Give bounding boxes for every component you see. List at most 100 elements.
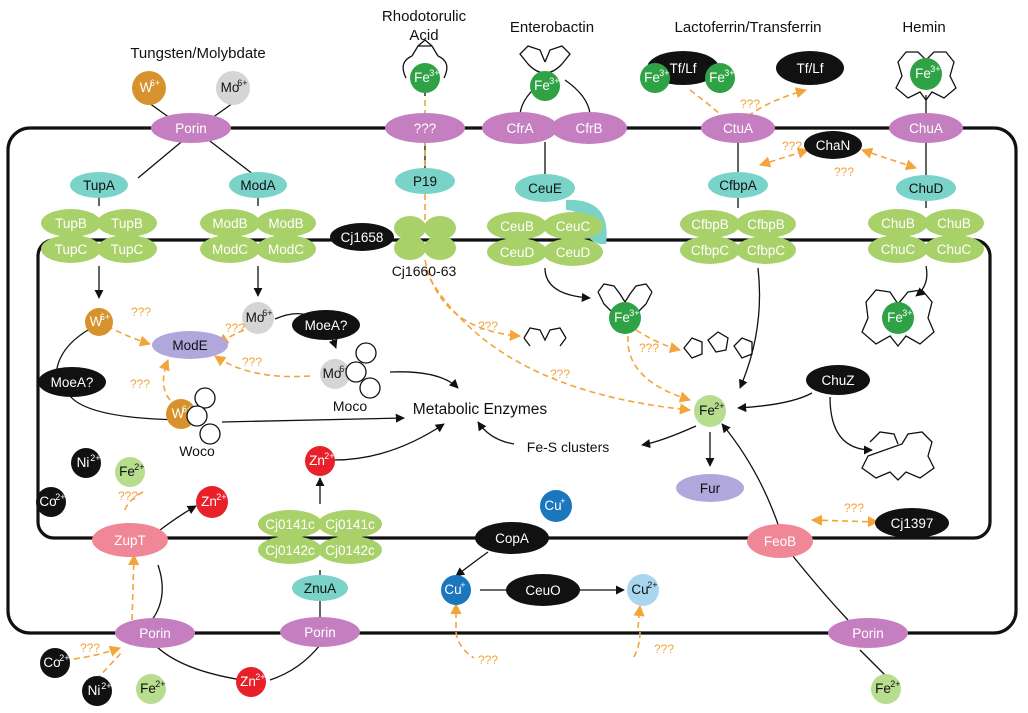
ion-charge: 2+ bbox=[714, 401, 724, 411]
ion-symbol: Zn bbox=[240, 674, 256, 689]
unknown-marks: ??? ??? ??? ??? ??? ??? ??? ??? ??? ??? … bbox=[80, 97, 864, 667]
ion-charge: 2+ bbox=[55, 492, 65, 502]
node-cj1658: Cj1658 bbox=[330, 223, 394, 251]
complex-subunit-label: CeuC bbox=[556, 219, 591, 234]
siderophore-drawings bbox=[402, 39, 957, 481]
node-mode: ModE bbox=[152, 331, 228, 359]
cofactor-rings bbox=[186, 342, 381, 445]
header-tungsten-molybdate: Tungsten/Molybdate bbox=[130, 45, 265, 62]
ion-charge: 3+ bbox=[629, 308, 639, 318]
complex-subunit-label: TupC bbox=[111, 242, 144, 257]
ion-charge: 3+ bbox=[724, 68, 734, 78]
label-woco: Woco bbox=[179, 443, 215, 459]
header-rhodotorulic-line2: Acid bbox=[409, 27, 438, 44]
label-fe-s-clusters: Fe-S clusters bbox=[527, 439, 609, 455]
complex-subunit-label: ModB bbox=[212, 216, 247, 231]
ion-charge: 3+ bbox=[902, 308, 912, 318]
node-tupa: TupA bbox=[70, 172, 128, 198]
node-chud: ChuD bbox=[896, 175, 956, 201]
complex-subunit-label: Cj0142c bbox=[325, 543, 375, 558]
ion-charge: 2+ bbox=[155, 679, 165, 689]
ion-charge: 2+ bbox=[890, 679, 900, 689]
ion-cu2-peri: Cu2+ bbox=[627, 574, 659, 606]
node-label: Tf/Lf bbox=[669, 61, 696, 76]
node-ceuo: CeuO bbox=[506, 574, 580, 606]
node-zupt: ZupT bbox=[92, 523, 168, 557]
node-label: Tf/Lf bbox=[796, 61, 823, 76]
cofactor-ring bbox=[355, 342, 377, 364]
ion-symbol: Cu bbox=[631, 582, 648, 597]
ion-symbol: Zn bbox=[201, 494, 217, 509]
ion-symbol: Co bbox=[39, 494, 56, 509]
unknown-mark: ??? bbox=[131, 305, 151, 319]
ion-charge: 2+ bbox=[255, 672, 265, 682]
node-label: P19 bbox=[413, 174, 437, 189]
node-label: ??? bbox=[414, 121, 437, 136]
node-cj1397: Cj1397 bbox=[875, 508, 949, 538]
node-porin-rta: ??? bbox=[385, 113, 465, 143]
node-label: CfbpA bbox=[719, 178, 757, 193]
node-label: ModA bbox=[240, 178, 275, 193]
complex-subunit-label: ChuB bbox=[937, 216, 971, 231]
node-cfbpa: CfbpA bbox=[708, 172, 768, 198]
ion-symbol: Co bbox=[43, 655, 60, 670]
ion-charge: + bbox=[560, 496, 565, 506]
complex-subunit-label: CeuD bbox=[556, 245, 591, 260]
ion-charge: 6+ bbox=[100, 312, 110, 322]
node-label: ChuD bbox=[909, 181, 944, 196]
node-label: Porin bbox=[139, 626, 171, 641]
ion-symbol: Ni bbox=[77, 455, 90, 470]
node-chuz: ChuZ bbox=[806, 365, 870, 395]
complex-subunit-label: TupB bbox=[111, 216, 143, 231]
node-label: FeoB bbox=[764, 534, 796, 549]
unknown-pathway-arrows bbox=[63, 87, 918, 681]
node-porin-feob: Porin bbox=[828, 618, 908, 648]
node-label: Cj1658 bbox=[341, 230, 384, 245]
label-moco: Moco bbox=[333, 398, 367, 414]
ion-charge: 2+ bbox=[216, 492, 226, 502]
node-porin-zupt: Porin bbox=[115, 618, 195, 648]
node-label: Porin bbox=[175, 121, 207, 136]
complex-subunit-label: ModC bbox=[268, 242, 304, 257]
node-znua: ZnuA bbox=[292, 575, 348, 601]
node-label: ZnuA bbox=[304, 581, 336, 596]
ion-charge: + bbox=[460, 580, 465, 590]
ion-charge: 3+ bbox=[930, 64, 940, 74]
header-rhodotorulic-line1: Rhodotorulic bbox=[382, 8, 467, 25]
ion-symbol: W bbox=[172, 406, 185, 421]
unknown-mark: ??? bbox=[782, 139, 802, 153]
unknown-mark: ??? bbox=[654, 642, 674, 656]
node-cfra: CfrA bbox=[482, 112, 558, 144]
complex-subunit-label: Cj0141c bbox=[265, 517, 315, 532]
node-copa: CopA bbox=[475, 522, 549, 554]
ion-charge: 2+ bbox=[90, 453, 100, 463]
connection-lines bbox=[98, 79, 927, 681]
ion-symbol: Fe bbox=[534, 78, 550, 93]
node-moda: ModA bbox=[229, 172, 287, 198]
ion-charge: 6+ bbox=[262, 308, 272, 318]
cofactor-ring bbox=[345, 361, 367, 383]
node-moea-2: MoeA? bbox=[292, 310, 360, 340]
header-enterobactin: Enterobactin bbox=[510, 19, 594, 36]
unknown-mark: ??? bbox=[478, 653, 498, 667]
unknown-mark: ??? bbox=[478, 319, 498, 333]
complex-subunit-label: Cj0142c bbox=[265, 543, 315, 558]
complex-subunit-label: TupB bbox=[55, 216, 87, 231]
node-tflf-2: Tf/Lf bbox=[776, 51, 844, 85]
